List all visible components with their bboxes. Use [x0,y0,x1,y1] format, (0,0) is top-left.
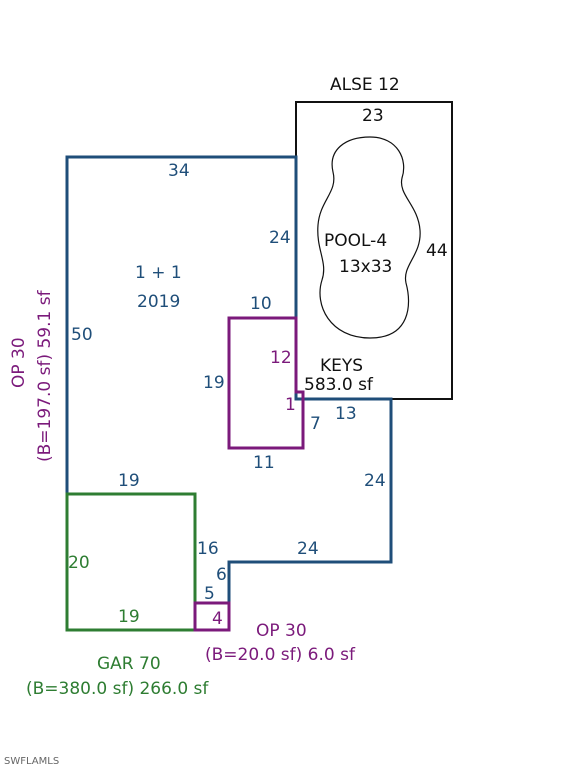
living-right-lower-dim: 24 [364,471,386,491]
porch-interior-bottom-dim: 11 [253,453,275,473]
porch-interior-right-small-dim: 1 [285,395,296,415]
pool-shape [317,136,421,339]
interior-porch-outline [227,316,305,450]
living-garage-right-dim: 16 [197,539,219,559]
op-left-area: (B=197.0 sf) 59.1 sf [35,289,55,462]
living-top-dim: 34 [168,161,190,181]
garage-label: GAR 70 [97,654,161,674]
porch-interior-top-dim: 10 [250,294,272,314]
living-keys-bottom-dim: 13 [335,404,357,424]
living-step-left-dim: 6 [216,565,227,585]
pool-area-code: ALSE 12 [330,75,400,95]
op-small-area: (B=20.0 sf) 6.0 sf [205,645,356,665]
watermark: SWFLAMLS [4,756,59,767]
op-small-inner-dim: 4 [212,609,223,629]
porch-interior-left-dim: 19 [203,373,225,393]
garage-left-dim: 20 [68,553,90,573]
living-year-label: 2019 [137,292,180,312]
living-keys-bottom-left-dim: 7 [310,414,321,434]
pool-area-top-dim: 23 [362,106,384,126]
living-keys-area: 583.0 sf [304,375,374,395]
living-label: 1 + 1 [135,263,182,283]
garage-bottom-dim: 19 [118,607,140,627]
living-keys-label: KEYS [320,356,363,376]
op-small-top-dim: 5 [204,584,215,604]
porch-interior-right-dim: 12 [270,348,292,368]
living-lower-left-dim: 19 [118,471,140,491]
pool-area-right-dim: 44 [426,241,448,261]
pool-size-label: 13x33 [339,257,392,277]
living-step-bottom-dim: 24 [297,539,319,559]
op-small-title: OP 30 [256,621,307,641]
living-upper-right-dim: 24 [269,228,291,248]
op-left-title: OP 30 [9,337,29,388]
living-left-dim: 50 [71,325,93,345]
pool-label: POOL-4 [324,231,387,251]
small-porch-outline [193,601,231,632]
garage-area: (B=380.0 sf) 266.0 sf [26,679,209,699]
